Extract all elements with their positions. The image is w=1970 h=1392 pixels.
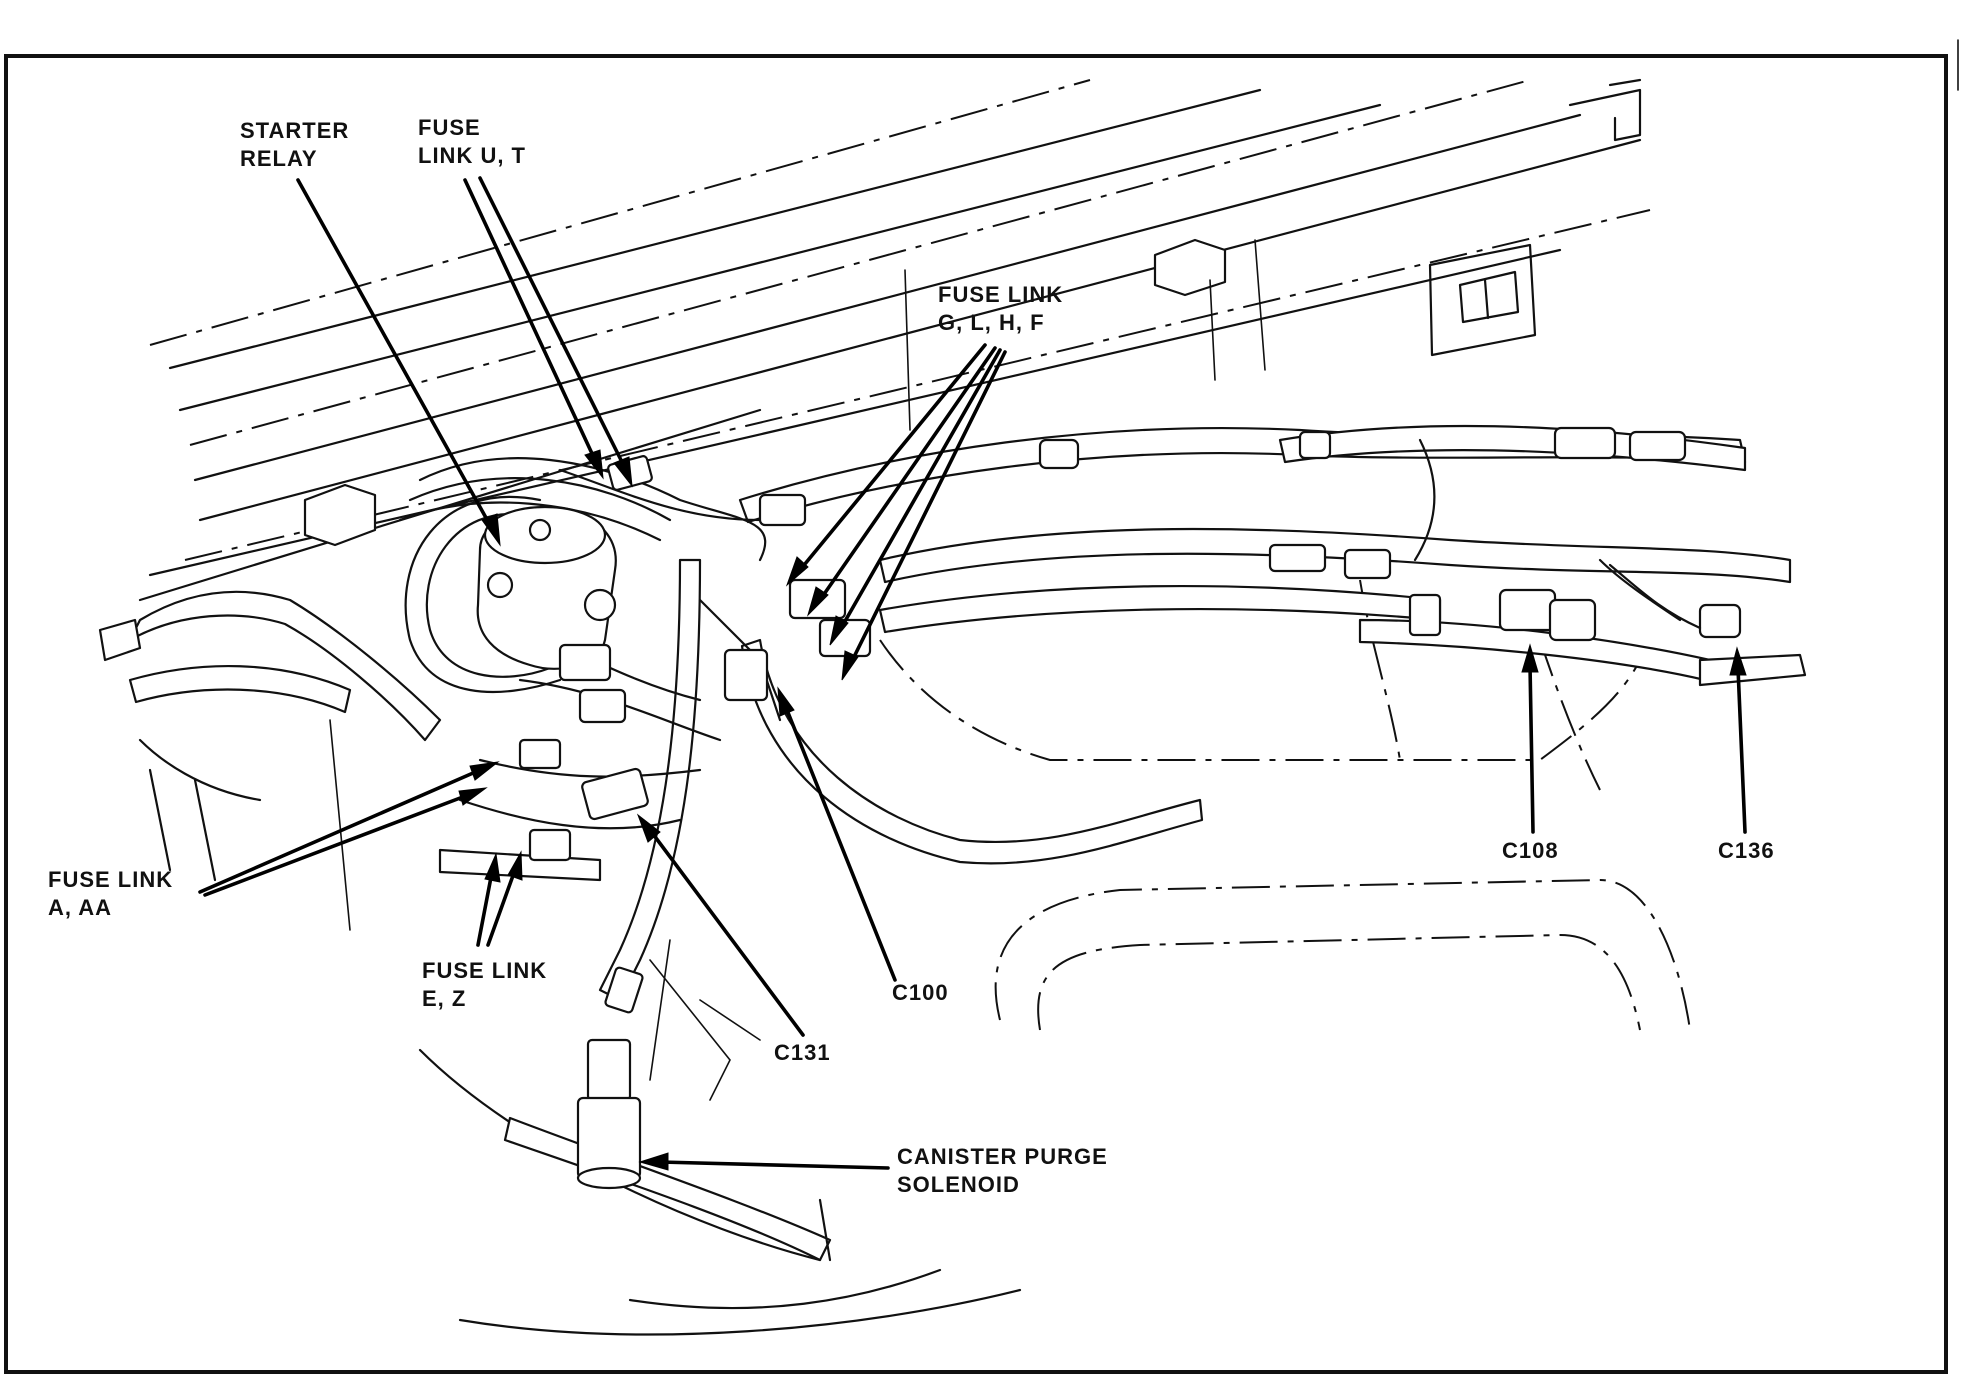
label-c136: C136: [1718, 838, 1775, 863]
label-c108: C108: [1502, 838, 1559, 863]
label-c131: C131: [774, 1040, 831, 1065]
diagram-frame: [4, 54, 1948, 1374]
label-fuse-link-glhf-line1: FUSE LINK: [938, 282, 1063, 307]
label-fuse-link-e-z-line1: FUSE LINK: [422, 958, 547, 983]
starter-relay: [476, 505, 617, 670]
label-starter-relay-line1: STARTER: [240, 118, 349, 143]
leader-lines: [198, 176, 1747, 1171]
label-fuse-link-ut-line1: FUSE: [418, 115, 481, 140]
label-fuse-link-a-aa-line2: A, AA: [48, 895, 112, 920]
wiring-harness: [98, 424, 1807, 1014]
label-fuse-link-glhf-line2: G, L, H, F: [938, 310, 1045, 335]
label-canister-purge-line2: SOLENOID: [897, 1172, 1020, 1197]
label-c100: C100: [892, 980, 949, 1005]
label-fuse-link-ut-line2: LINK U, T: [418, 143, 526, 168]
label-fuse-link-a-aa-line1: FUSE LINK: [48, 867, 173, 892]
canister-purge-solenoid-part: [576, 1038, 642, 1190]
label-canister-purge-line1: CANISTER PURGE: [897, 1144, 1108, 1169]
label-starter-relay-line2: RELAY: [240, 146, 318, 171]
label-fuse-link-e-z-line2: E, Z: [422, 986, 466, 1011]
